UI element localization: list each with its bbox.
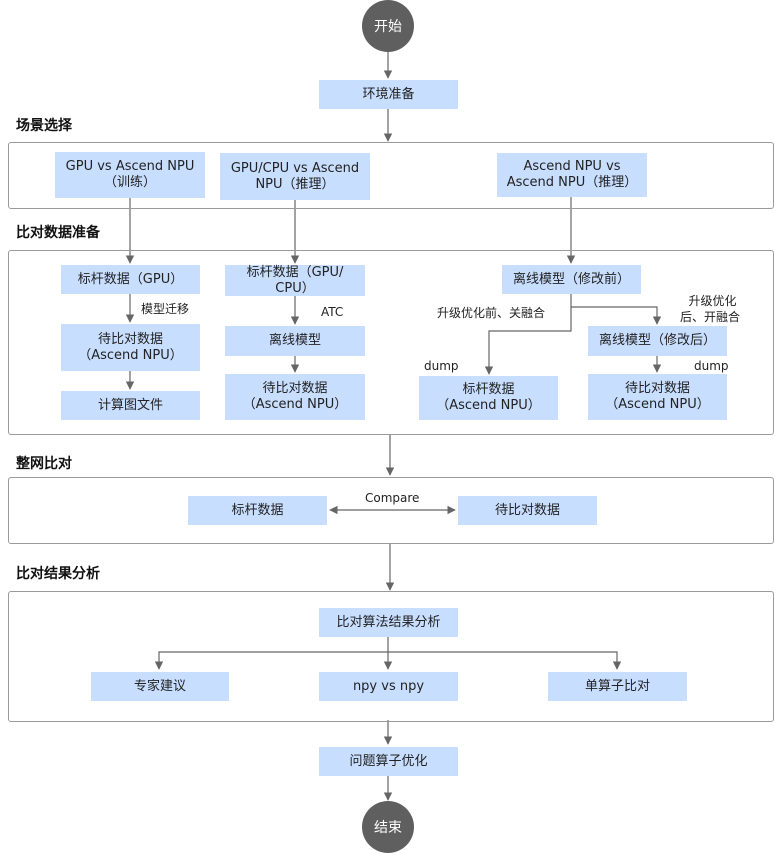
col3-before-label: 升级优化前、关融合 [437,306,546,320]
col2-baseline-line-1: 标杆数据（GPU/ [246,264,344,280]
arrow-analysis-expert [154,651,388,670]
scenario-3-line-2: Ascend NPU（推理） [506,175,638,190]
col3-dump-right-label: dump [694,359,729,373]
col3-offline-after-box: 离线模型（修改后） [588,326,727,356]
net-baseline-box: 标杆数据 [188,496,327,525]
optimize-box: 问题算子优化 [319,747,458,776]
col1-graph-file-box: 计算图文件 [61,391,200,420]
arrow-col3-right [571,306,662,325]
scenario-gpu-vs-npu-train: GPU vs Ascend NPU （训练） [55,152,205,198]
col2-target-line-1: 待比对数据 [262,381,328,396]
col2-baseline-line-2: CPU） [275,280,315,296]
col1-target-line-1: 待比对数据 [97,331,163,347]
col3-target-line-2: （Ascend NPU） [605,397,710,412]
col1-target-box: 待比对数据 （Ascend NPU） [61,324,200,371]
section-title-data-prep: 比对数据准备 [16,225,100,241]
scenario-2-line-2: NPU（推理） [255,176,335,192]
section-title-analysis: 比对结果分析 [16,566,100,582]
scenario-3-line-1: Ascend NPU vs [523,159,621,174]
col2-offline-model-box: 离线模型 [225,326,365,356]
col3-after-label-line-1: 升级优化 [688,294,737,308]
section-net-compare [8,477,774,544]
col2-target-box: 待比对数据 （Ascend NPU） [225,374,365,420]
analysis-npy-box: npy vs npy [319,672,458,701]
col1-migrate-label: 模型迁移 [141,302,190,316]
col3-baseline-box: 标杆数据 （Ascend NPU） [419,376,558,420]
analysis-expert-box: 专家建议 [91,672,229,701]
analysis-main-box: 比对算法结果分析 [319,608,458,637]
section-title-net-compare: 整网比对 [16,456,72,472]
col3-target-line-1: 待比对数据 [624,381,690,396]
col3-target-box: 待比对数据 （Ascend NPU） [588,374,727,420]
arrow-analysis-single [388,651,622,670]
col1-baseline-box: 标杆数据（GPU） [61,265,200,294]
col3-after-label-line-2: 后、开融合 [680,310,741,324]
col3-baseline-line-2: （Ascend NPU） [436,398,541,413]
net-compare-label: Compare [365,491,420,505]
end-node: 结束 [362,801,414,853]
col3-offline-before-box: 离线模型（修改前） [502,265,641,294]
scenario-1-line-1: GPU vs Ascend NPU [65,159,195,174]
start-node: 开始 [362,0,414,52]
col3-dump-left-label: dump [424,359,459,373]
arrow-col3-left [484,294,572,375]
col1-target-line-2: （Ascend NPU） [78,347,183,363]
net-target-box: 待比对数据 [458,496,597,525]
col2-baseline-box: 标杆数据（GPU/ CPU） [225,265,365,296]
col3-after-label: 升级优化 后、开融合 [680,293,740,325]
scenario-gpu-cpu-vs-npu-infer: GPU/CPU vs Ascend NPU（推理） [220,153,370,200]
section-title-scenario: 场景选择 [16,118,72,134]
col2-atc-label: ATC [321,305,344,319]
scenario-2-line-1: GPU/CPU vs Ascend [230,160,360,176]
scenario-npu-vs-npu-infer: Ascend NPU vs Ascend NPU（推理） [497,153,647,197]
analysis-single-op-box: 单算子比对 [548,672,687,701]
col2-target-line-2: （Ascend NPU） [242,397,348,412]
scenario-1-line-2: （训练） [103,175,156,190]
col3-baseline-line-1: 标杆数据 [462,382,515,397]
env-prep-box: 环境准备 [319,80,458,109]
